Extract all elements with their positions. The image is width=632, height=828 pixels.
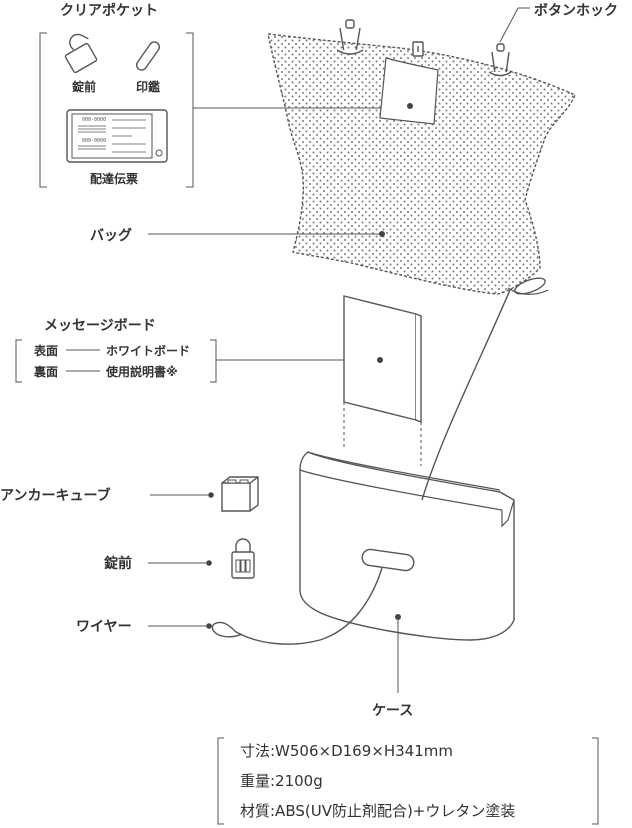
padlock-small-icon xyxy=(64,33,98,74)
board-back-item: 使用説明書※ xyxy=(106,365,178,379)
spec-material: 材質:ABS(UV防止剤配合)+ウレタン塗装 xyxy=(240,802,516,820)
clear-pocket-label: クリアポケット xyxy=(60,3,158,19)
clear-pocket-panel xyxy=(379,57,439,125)
button-hook-label: ボタンホック xyxy=(534,3,618,19)
bag xyxy=(267,33,576,295)
anchor-cube-label: アンカーキューブ xyxy=(0,488,111,504)
message-board-bracket xyxy=(15,339,380,383)
specs-bracket xyxy=(217,737,599,825)
padlock-small-label: 錠前 xyxy=(72,80,97,94)
board-back-side: 裏面 xyxy=(34,365,59,379)
message-board xyxy=(343,295,422,466)
seal-icon xyxy=(135,41,161,71)
seal-label: 印鑑 xyxy=(136,80,161,94)
spec-weight: 重量:2100g xyxy=(240,772,323,790)
anchor-cube-icon xyxy=(221,476,259,512)
delivery-slip-label: 配達伝票 xyxy=(90,172,139,186)
wire-label: ワイヤー xyxy=(76,619,132,635)
board-front-side: 表面 xyxy=(34,344,59,358)
message-board-label: メッセージボード xyxy=(44,318,156,334)
button-hook-leader xyxy=(499,7,519,43)
spec-dimensions: 寸法:W506×D169×H341mm xyxy=(240,742,453,760)
board-front-item: ホワイトボード xyxy=(106,344,191,358)
slip-text-1: 000-0000 xyxy=(82,117,106,123)
button-hook-icons xyxy=(336,19,512,77)
bag-label: バッグ xyxy=(90,228,132,244)
case-label: ケース xyxy=(372,703,414,719)
case xyxy=(299,451,515,641)
slip-text-2: 000-0000 xyxy=(82,138,106,144)
wire xyxy=(211,289,511,645)
padlock-icon xyxy=(231,538,255,579)
padlock-label: 錠前 xyxy=(104,556,132,572)
delivery-slip-icon xyxy=(66,109,168,163)
